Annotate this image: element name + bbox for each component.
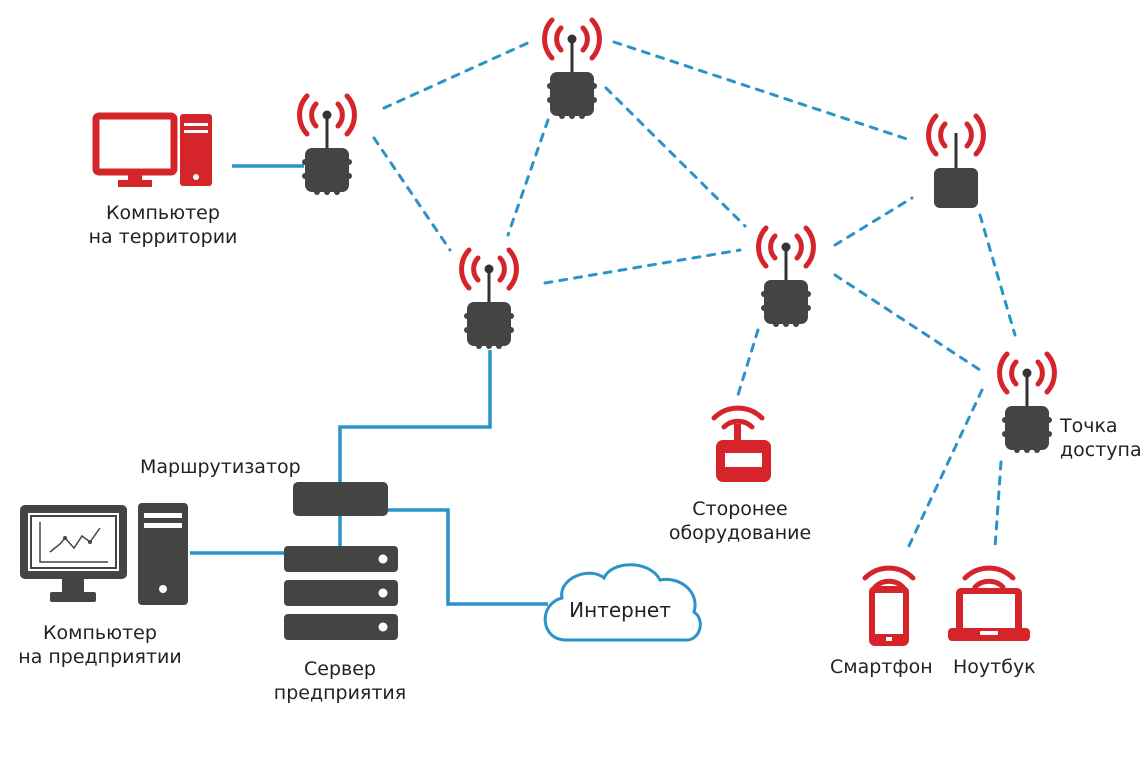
label-laptop: Ноутбук — [953, 656, 1036, 678]
label-third-party: Сторонее оборудование — [660, 497, 820, 545]
label-line: оборудование — [668, 522, 812, 544]
mesh-node-mid-right — [759, 228, 814, 327]
third-party-device-icon — [714, 408, 771, 482]
label-line: доступа — [1060, 439, 1142, 461]
label-internet: Интернет — [569, 598, 671, 622]
label-server: Сервер предприятия — [265, 657, 415, 705]
label-computer-enterprise: Компьютер на предприятии — [15, 621, 185, 669]
link-meshmidright-thirdparty — [736, 328, 760, 397]
laptop-icon — [948, 568, 1030, 641]
internet-cloud-icon — [543, 563, 702, 642]
link-meshtop-meshright — [612, 40, 912, 142]
router-icon — [293, 482, 388, 516]
smartphone-icon — [865, 568, 913, 646]
label-line: Точка — [1060, 415, 1118, 437]
mesh-node-left — [300, 96, 355, 195]
label-line: на территории — [88, 226, 238, 248]
access-point-node — [1000, 354, 1055, 453]
label-access-point: Точка доступа — [1060, 414, 1142, 462]
link-mesh1-meshtop — [382, 40, 532, 110]
label-line: Сторонее — [692, 498, 788, 520]
link-meshtop-meshcenter — [506, 118, 550, 237]
label-smartphone: Смартфон — [830, 656, 933, 678]
mesh-node-top — [545, 20, 600, 119]
link-meshcenter-router — [338, 350, 492, 484]
label-computer-territory: Компьютер на территории — [88, 201, 238, 249]
label-line: Сервер — [304, 658, 376, 680]
link-mesh1-meshcenter — [372, 136, 452, 252]
server-icon — [284, 546, 398, 640]
link-meshtop-meshmidright — [604, 86, 747, 228]
link-router-internet — [388, 508, 548, 606]
link-ap-laptop — [993, 460, 1003, 550]
link-meshmidright-ap — [833, 273, 982, 372]
label-router: Маршрутизатор — [140, 456, 301, 478]
mesh-node-center — [462, 250, 517, 349]
computer-territory-icon — [92, 112, 212, 187]
label-line: Компьютер — [43, 622, 157, 644]
link-meshright-ap — [978, 213, 1017, 337]
label-line: предприятия — [273, 682, 407, 704]
label-line: на предприятии — [18, 646, 182, 668]
link-ap-smartphone — [906, 388, 984, 550]
mesh-node-right — [929, 116, 984, 208]
link-meshcenter-meshmidright — [543, 248, 742, 285]
links — [190, 40, 1017, 606]
link-meshmidright-meshright — [833, 196, 914, 247]
label-line: Компьютер — [106, 202, 220, 224]
computer-enterprise-icon — [20, 503, 188, 605]
